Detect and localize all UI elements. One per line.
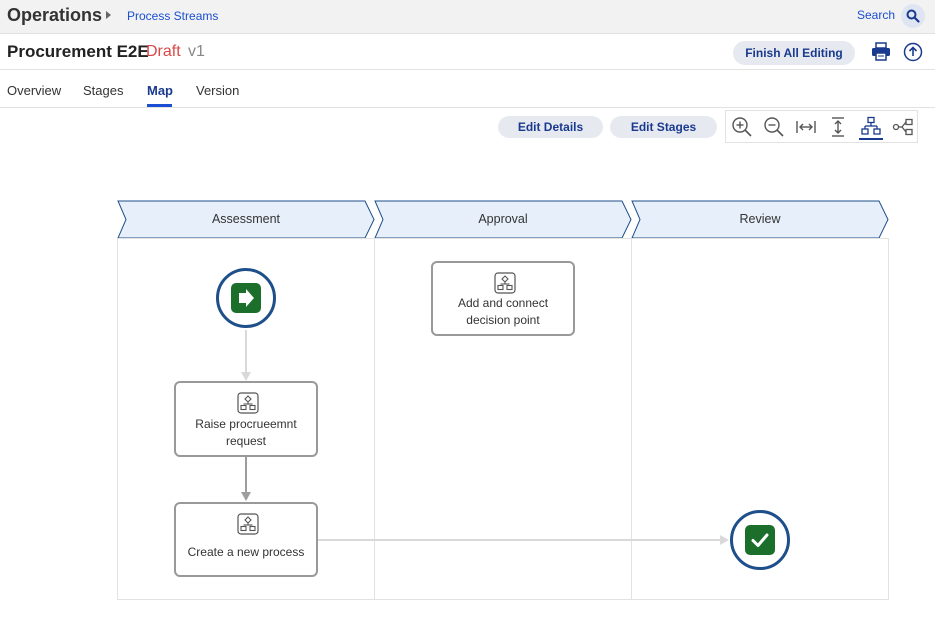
node-label: Raise procrueemnt request [195,417,297,448]
vertical-layout-icon[interactable] [860,116,882,138]
breadcrumb-process-streams[interactable]: Process Streams [127,9,219,23]
end-event[interactable] [730,510,790,570]
tab-version[interactable]: Version [196,83,240,98]
stage-label-review: Review [739,212,781,226]
version-label: v1 [188,43,205,60]
node-raise-request[interactable]: Raise procrueemnt request [174,381,318,457]
map-view-toolbar [725,110,918,143]
process-step-icon [237,392,259,414]
arrowhead-end [720,535,729,545]
node-label: Add and connect decision point [457,296,549,327]
status-badge: Draft [146,43,181,60]
tab-bar: Overview Stages Map Version [0,70,935,108]
node-label: Create a new process [187,545,305,559]
process-step-icon [494,272,516,294]
app-title: Operations [7,5,103,25]
cloud-upload-icon [903,42,923,62]
start-event[interactable] [216,268,276,328]
end-event-fill [745,525,775,555]
arrowhead-raise [241,372,251,381]
tab-overview[interactable]: Overview [7,83,62,98]
edit-details-button[interactable]: Edit Details [498,116,603,138]
stage-label-assessment: Assessment [211,212,281,226]
horizontal-layout-icon[interactable] [892,116,914,138]
search-link[interactable]: Search [857,8,896,22]
finish-all-editing-button[interactable]: Finish All Editing [733,41,855,65]
breadcrumb-chevron-icon [106,11,111,19]
zoom-in-icon[interactable] [731,116,753,138]
arrow-right-icon [239,289,254,307]
search-button[interactable] [901,4,925,28]
page-title: Procurement E2E [7,42,149,61]
process-header: Procurement E2E Draft v1 Finish All Edit… [0,34,935,70]
fit-height-icon[interactable] [827,116,849,138]
top-bar: Operations Process Streams Search [0,0,935,34]
stage-label-approval: Approval [478,212,528,226]
zoom-out-icon[interactable] [763,116,785,138]
print-button[interactable] [870,42,892,62]
node-decision-point[interactable]: Add and connect decision point [431,261,575,336]
start-event-fill [231,283,261,313]
edit-stages-button[interactable]: Edit Stages [610,116,717,138]
process-step-icon [237,513,259,535]
tab-stages[interactable]: Stages [83,83,124,98]
tab-map[interactable]: Map [147,83,173,98]
printer-icon [872,42,890,61]
upload-button[interactable] [902,42,924,62]
fit-width-icon[interactable] [795,116,817,138]
search-icon [906,9,920,23]
checkmark-icon [751,533,769,547]
active-tab-indicator [147,104,172,107]
arrowhead-create [241,492,251,501]
node-create-process[interactable]: Create a new process [174,502,318,577]
active-tool-indicator [859,138,883,140]
